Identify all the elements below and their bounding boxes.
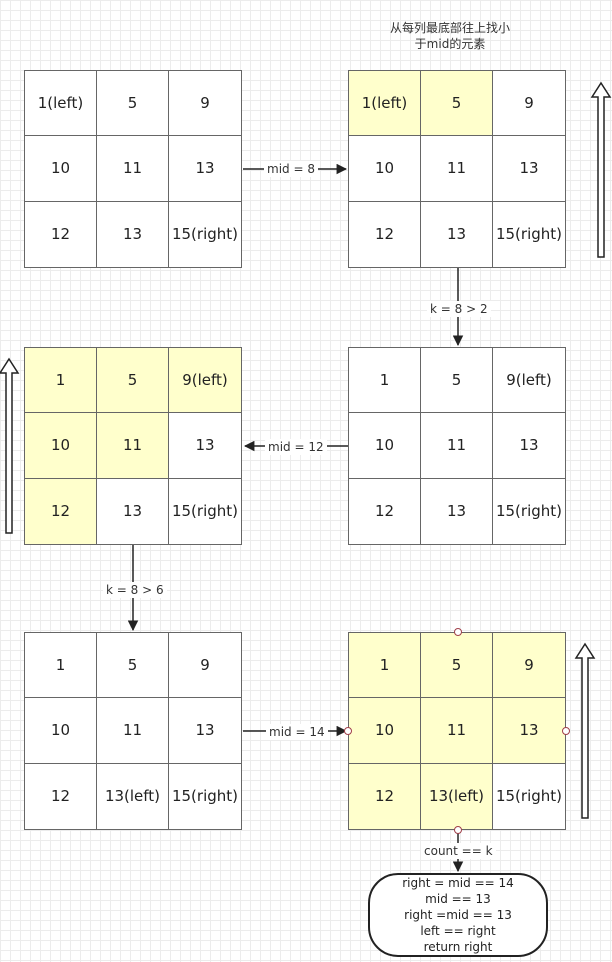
- label-mid-12: mid = 12: [265, 439, 327, 455]
- matrix-cell: 11: [97, 413, 169, 479]
- matrix-cell: 13: [97, 478, 169, 544]
- matrix-cell: 11: [97, 136, 169, 202]
- matrix-cell: 1(left): [25, 71, 97, 137]
- handle-left: [344, 727, 352, 735]
- matrix-cell: 13: [493, 698, 565, 764]
- matrix-cell: 10: [25, 136, 97, 202]
- up-arrow-left-middle: [0, 357, 20, 534]
- matrix-cell: 10: [349, 136, 421, 202]
- label-count: count == k: [421, 843, 496, 859]
- matrix-cell: 12: [349, 763, 421, 829]
- matrix-cell: 15(right): [493, 201, 565, 267]
- matrix-cell: 11: [421, 698, 493, 764]
- matrix-cell: 5: [421, 348, 493, 414]
- matrix-cell: 13(left): [421, 763, 493, 829]
- result-line-4: left == right: [420, 924, 496, 938]
- matrix-cell: 13: [169, 413, 241, 479]
- result-box: right = mid == 14 mid == 13 right =mid =…: [368, 873, 548, 957]
- matrix-cell: 15(right): [493, 763, 565, 829]
- matrix-cell: 11: [421, 136, 493, 202]
- matrix-cell: 12: [349, 201, 421, 267]
- matrix-cell: 10: [25, 413, 97, 479]
- matrix-cell: 13: [169, 698, 241, 764]
- up-arrow-right-top: [590, 81, 612, 258]
- matrix-cell: 9: [493, 633, 565, 699]
- note-text: 从每列最底部往上找小 于mid的元素: [380, 20, 520, 52]
- matrix-cell: 9: [169, 71, 241, 137]
- matrix-cell: 1: [349, 633, 421, 699]
- label-k-2: k = 8 > 6: [103, 582, 167, 598]
- matrix-cell: 12: [349, 478, 421, 544]
- matrix-cell: 15(right): [169, 201, 241, 267]
- note-line-2: 于mid的元素: [414, 37, 486, 51]
- matrix-cell: 5: [421, 71, 493, 137]
- result-line-5: return right: [423, 940, 493, 954]
- matrix-cell: 1: [25, 633, 97, 699]
- matrix-cell: 13: [493, 413, 565, 479]
- matrix-cell: 11: [97, 698, 169, 764]
- matrix-cell: 13: [421, 201, 493, 267]
- label-mid-14: mid = 14: [266, 724, 328, 740]
- up-arrow-right-bottom: [574, 642, 596, 819]
- label-mid-8: mid = 8: [264, 161, 318, 177]
- matrix-cell: 5: [97, 633, 169, 699]
- matrix-cell: 9(left): [169, 348, 241, 414]
- label-k-1: k = 8 > 2: [427, 301, 491, 317]
- matrix-cell: 15(right): [169, 478, 241, 544]
- matrix-cell: 13: [169, 136, 241, 202]
- matrix-cell: 15(right): [169, 763, 241, 829]
- matrix-cell: 13: [493, 136, 565, 202]
- matrix-cell: 13: [421, 478, 493, 544]
- matrix-cell: 15(right): [493, 478, 565, 544]
- matrix-cell: 9(left): [493, 348, 565, 414]
- handle-right: [562, 727, 570, 735]
- matrix-cell: 12: [25, 201, 97, 267]
- matrix-cell: 11: [421, 413, 493, 479]
- matrix-cell: 5: [97, 348, 169, 414]
- matrix-cell: 10: [349, 413, 421, 479]
- handle-bottom: [454, 826, 462, 834]
- matrix-cell: 1(left): [349, 71, 421, 137]
- matrix-cell: 1: [349, 348, 421, 414]
- matrix-cell: 13: [97, 201, 169, 267]
- matrix-cell: 9: [493, 71, 565, 137]
- result-line-3: right =mid == 13: [404, 908, 512, 922]
- matrix-cell: 10: [25, 698, 97, 764]
- matrix-cell: 5: [97, 71, 169, 137]
- matrix-cell: 13(left): [97, 763, 169, 829]
- result-line-1: right = mid == 14: [402, 876, 514, 890]
- matrix-cell: 9: [169, 633, 241, 699]
- note-line-1: 从每列最底部往上找小: [389, 21, 510, 35]
- matrix-cell: 12: [25, 478, 97, 544]
- matrix-cell: 1: [25, 348, 97, 414]
- matrix-cell: 12: [25, 763, 97, 829]
- result-line-2: mid == 13: [425, 892, 491, 906]
- handle-top: [454, 628, 462, 636]
- matrix-cell: 10: [349, 698, 421, 764]
- matrix-cell: 5: [421, 633, 493, 699]
